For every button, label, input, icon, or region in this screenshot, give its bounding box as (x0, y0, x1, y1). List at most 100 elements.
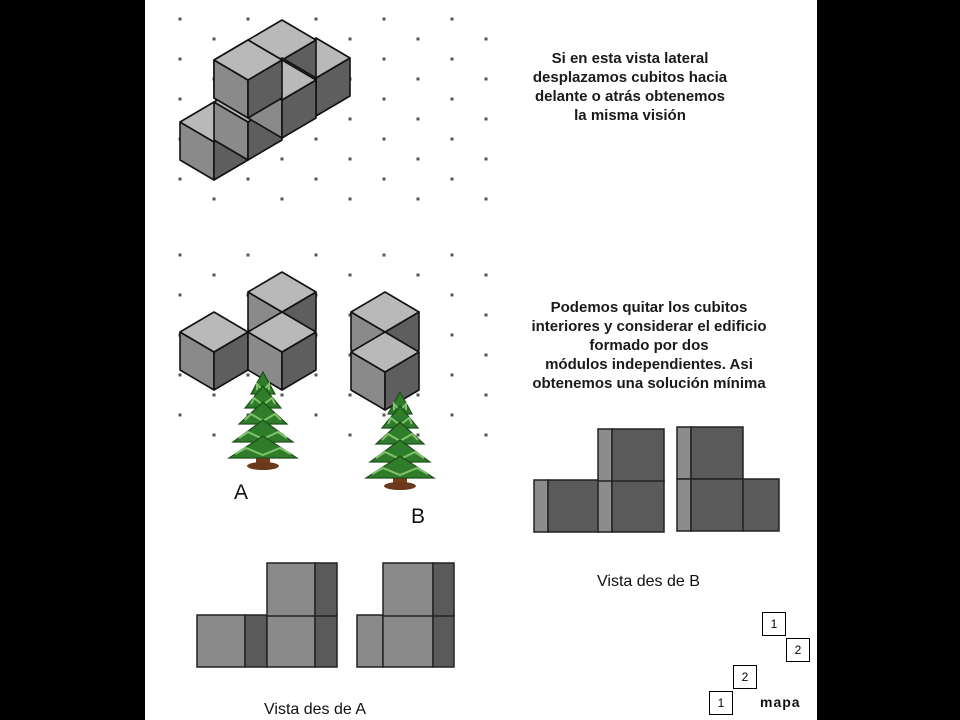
foliage-highlight (234, 446, 292, 457)
grid-dot (178, 253, 182, 257)
grid-dot (212, 393, 216, 397)
text-line: módulos independientes. Asi (545, 356, 753, 373)
grid-dot (382, 413, 386, 417)
grid-dot (178, 413, 182, 417)
tree-icon-a (226, 370, 300, 470)
grid-dot (450, 177, 454, 181)
grid-dot (382, 253, 386, 257)
trunk-base (384, 482, 416, 490)
grid-dot (348, 353, 352, 357)
grid-dot (314, 137, 318, 141)
grid-dot (484, 117, 488, 121)
grid-dot (246, 177, 250, 181)
grid-dot (484, 37, 488, 41)
grid-dot (246, 253, 250, 257)
view-square (690, 478, 744, 532)
grid-dot (484, 313, 488, 317)
tree-icon-b (363, 390, 437, 490)
text-line: obtenemos una solución mínima (532, 375, 766, 392)
cube (350, 331, 420, 411)
grid-dot (450, 253, 454, 257)
grid-dot (484, 353, 488, 357)
grid-dot (348, 273, 352, 277)
grid-dot (450, 333, 454, 337)
grid-dot (382, 17, 386, 21)
text-line: formado por dos (589, 337, 709, 354)
view-square (676, 426, 692, 480)
grid-dot (280, 197, 284, 201)
view-square (266, 562, 316, 617)
module-a-cubes (179, 271, 317, 391)
view-square (611, 428, 665, 482)
grid-dot (484, 393, 488, 397)
grid-dot (416, 393, 420, 397)
grid-dot (348, 117, 352, 121)
cube (179, 311, 249, 391)
view-square (432, 614, 455, 668)
grid-dot (178, 57, 182, 61)
view-square (266, 614, 316, 668)
grid-dot (314, 373, 318, 377)
grid-dot (382, 57, 386, 61)
view-square (533, 479, 549, 533)
text-line: delante o atrás obtenemos (534, 88, 726, 105)
grid-dot (212, 37, 216, 41)
grid-dot (178, 97, 182, 101)
view-square (196, 614, 246, 668)
grid-dot (416, 77, 420, 81)
grid-dot (484, 157, 488, 161)
isometric-building (179, 19, 351, 181)
grid-dot (416, 433, 420, 437)
grid-dot (484, 197, 488, 201)
view-square (597, 428, 613, 482)
text-line: Podemos quitar los cubitos (550, 299, 748, 316)
grid-dot (348, 157, 352, 161)
grid-dot (382, 97, 386, 101)
grid-dot (484, 77, 488, 81)
grid-dot (314, 17, 318, 21)
map-cell: 2 (733, 665, 757, 689)
view-square (382, 614, 434, 668)
view-square (314, 614, 338, 668)
view-square (547, 479, 601, 533)
grid-dot (348, 393, 352, 397)
grid-dot (484, 433, 488, 437)
explanation-text-middle: Podemos quitar los cubitos interiores y … (494, 298, 804, 393)
grid-dot (348, 37, 352, 41)
module-b-cubes (350, 291, 420, 411)
view-from-a-drawing (196, 562, 455, 668)
grid-dot (450, 373, 454, 377)
view-square (382, 562, 434, 617)
trunk-base (247, 462, 279, 470)
cube (213, 39, 283, 119)
caption-view-b: Vista des de B (597, 573, 700, 590)
text-line: interiores y considerar el edificio (531, 318, 767, 335)
text-line: Si en esta vista lateral (551, 50, 709, 67)
explanation-text-top: Si en esta vista lateral desplazamos cub… (480, 49, 780, 125)
view-square (742, 478, 780, 532)
grid-dot (450, 97, 454, 101)
grid-dot (450, 413, 454, 417)
view-square (356, 614, 384, 668)
grid-dot (212, 433, 216, 437)
view-from-b-drawing (533, 426, 780, 533)
text-line: la misma visión (574, 107, 686, 124)
grid-dot (416, 273, 420, 277)
grid-dot (246, 373, 250, 377)
grid-dot (348, 433, 352, 437)
map-cell: 1 (762, 612, 786, 636)
grid-dot (416, 117, 420, 121)
grid-dot (382, 137, 386, 141)
view-square (244, 614, 268, 668)
grid-dot (416, 197, 420, 201)
grid-dot (416, 37, 420, 41)
grid-dot (450, 293, 454, 297)
grid-dot (212, 197, 216, 201)
grid-dot (178, 17, 182, 21)
grid-dot (348, 197, 352, 201)
label-a: A (234, 481, 249, 504)
grid-dot (450, 17, 454, 21)
grid-dot (484, 273, 488, 277)
caption-view-a: Vista des de A (264, 701, 366, 718)
view-square (314, 562, 338, 617)
